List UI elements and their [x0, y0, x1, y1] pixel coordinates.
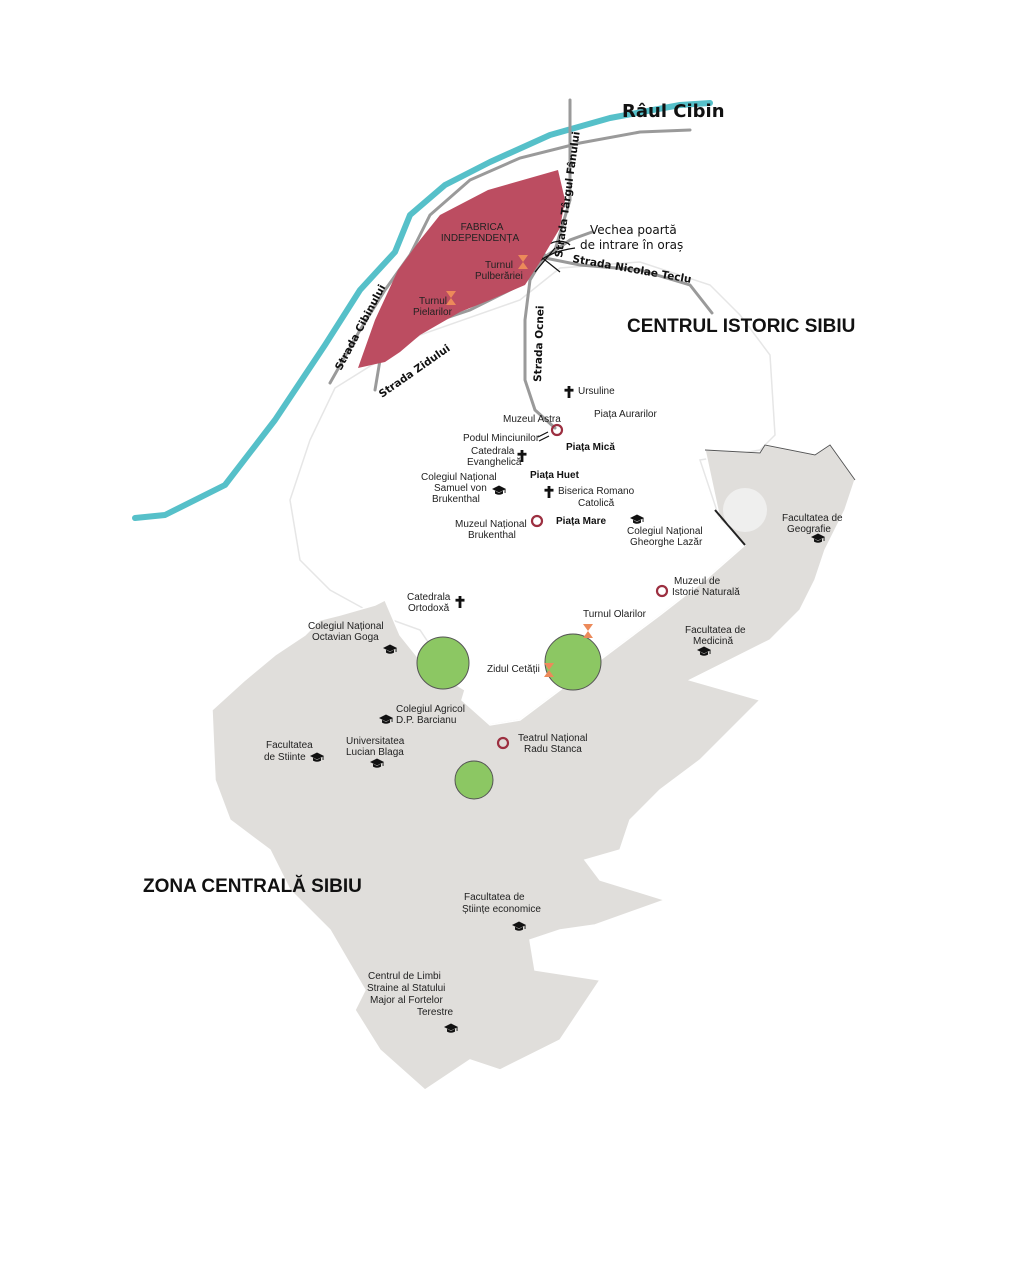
school-label: Științe economice [462, 904, 541, 915]
school-label: Samuel von [434, 483, 487, 494]
church-label: Catolică [578, 498, 615, 509]
historic-center-label: CENTRUL ISTORIC SIBIU [627, 316, 855, 337]
square-label: Piața Huet [530, 470, 580, 481]
church-label: Evanghelică [467, 457, 522, 468]
school-label: Major al Fortelor [370, 995, 443, 1006]
museum-label: Muzeul de [674, 576, 721, 587]
river-cibin [132, 100, 713, 521]
gate-label-line1: Vechea poartă [590, 223, 677, 237]
school-label: Facultatea de [782, 513, 843, 524]
museum-label: Teatrul Național [518, 733, 587, 744]
square-label: Piața Mică [566, 442, 615, 453]
school-label: Facultatea de [685, 625, 746, 636]
tower-label: Turnul Olarilor [583, 609, 647, 620]
bridge-label: Podul Minciunilor [463, 433, 540, 444]
museum-label: Istorie Naturală [672, 587, 740, 598]
school-label: Colegiul Național [627, 526, 703, 537]
church-label: Catedrala [407, 592, 451, 603]
square-label: Piața Mare [556, 516, 606, 527]
school-label: Terestre [417, 1007, 454, 1018]
square-label: Piața Aurarilor [594, 409, 657, 420]
park-circle [544, 633, 602, 691]
church-label: Biserica Romano [558, 486, 635, 497]
factory-label-line1: FABRICA [461, 222, 504, 233]
church-label: Ortodoxă [408, 603, 450, 614]
school-label: Geografie [787, 524, 831, 535]
park-circle [416, 636, 470, 690]
river-label: Râul Cibin [622, 101, 725, 122]
school-label: Facultatea [266, 740, 313, 751]
school-label: Facultatea de [464, 892, 525, 903]
tower-label: Pielarilor [413, 307, 453, 318]
museum-label: Brukenthal [468, 530, 516, 541]
park-circle [454, 760, 494, 800]
school-label: Universitatea [346, 736, 405, 747]
school-label: de Stiinte [264, 752, 306, 763]
school-label: Colegiul Național [421, 472, 497, 483]
factory-label-line2: INDEPENDENȚA [441, 233, 520, 244]
school-label: Octavian Goga [312, 632, 379, 643]
school-label: Colegiul Național [308, 621, 384, 632]
school-label: Colegiul Agricol [396, 704, 465, 715]
tower-label: Turnul [419, 296, 447, 307]
street-label-ocnei: Strada Ocnei [532, 305, 547, 382]
museum-label: Muzeul Național [455, 519, 527, 530]
central-zone-label: ZONA CENTRALĂ SIBIU [143, 875, 362, 897]
school-label: Centrul de Limbi [368, 971, 441, 982]
school-label: Brukenthal [432, 494, 480, 505]
school-label: Medicină [693, 636, 733, 647]
school-label: Gheorghe Lazăr [630, 537, 703, 548]
museum-label: Radu Stanca [524, 744, 582, 755]
tower-label: Pulberăriei [475, 271, 523, 282]
gate-label-line2: de intrare în oraș [580, 238, 683, 252]
factory-area [358, 170, 565, 368]
church-label: Catedrala [471, 446, 515, 457]
school-label: Lucian Blaga [346, 747, 404, 758]
tower-label: Zidul Cetății [487, 664, 540, 675]
school-label: D.P. Barcianu [396, 715, 456, 726]
museum-label: Muzeul Astra [503, 414, 561, 425]
school-label: Straine al Statului [367, 983, 445, 994]
tower-label: Turnul [485, 260, 513, 271]
church-label: Ursuline [578, 386, 615, 397]
